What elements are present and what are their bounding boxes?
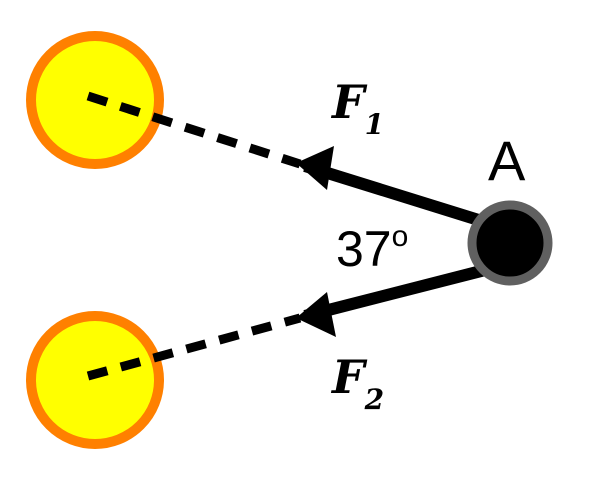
point-a-label: A: [488, 129, 526, 192]
point-a: [467, 200, 553, 286]
force-2-arrowhead: [296, 292, 336, 337]
force-2-arrow: [303, 264, 487, 322]
upper-dashed-line: [86, 91, 302, 169]
force-1-label: F1: [330, 75, 384, 141]
force-1-arrow: [303, 160, 487, 228]
angle-unit: o: [392, 220, 409, 253]
angle-label: 37o: [336, 220, 408, 277]
lower-sphere: [26, 311, 164, 449]
force-2-label: F2: [330, 350, 384, 416]
lower-dashed-line: [86, 313, 302, 381]
force-2-subscript: 2: [364, 383, 384, 416]
force-1-symbol: F: [330, 75, 368, 129]
angle-value: 37: [336, 221, 392, 277]
force-1-arrowhead: [296, 146, 334, 190]
force-2-symbol: F: [330, 350, 368, 404]
force-1-subscript: 1: [365, 108, 384, 141]
